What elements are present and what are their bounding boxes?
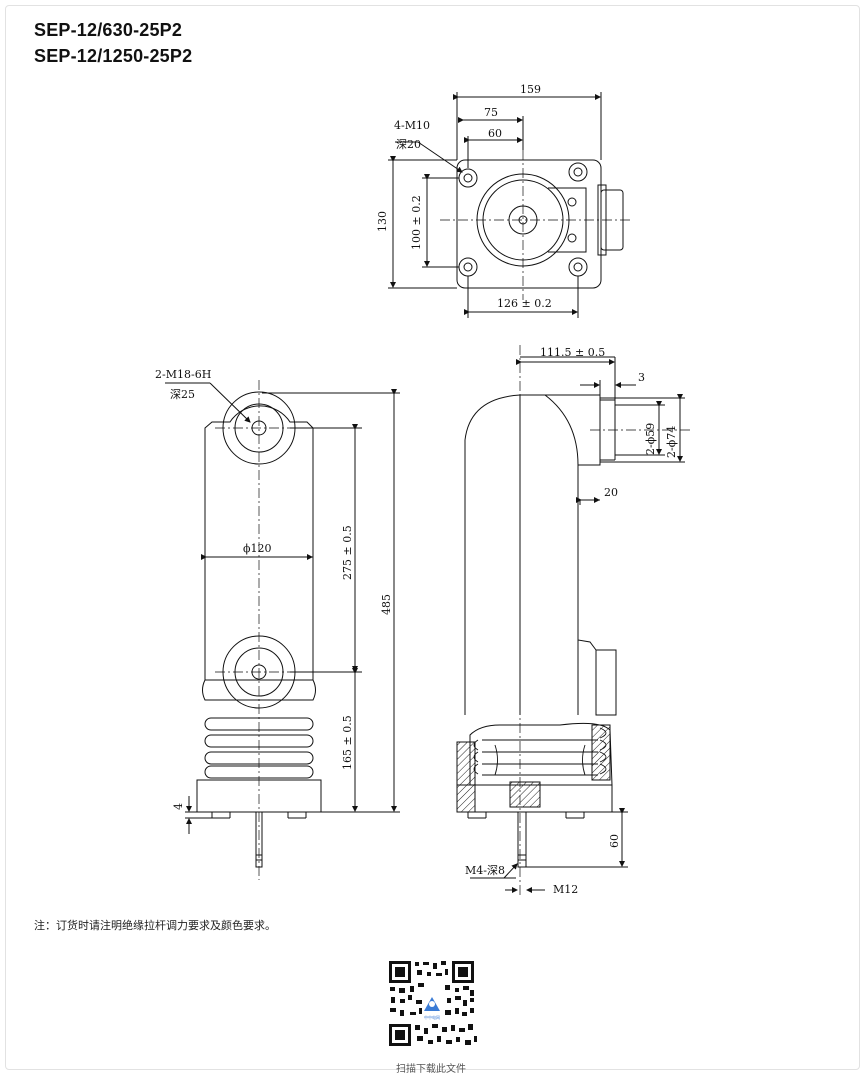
- dim-label: 130: [376, 211, 389, 232]
- side-lower-terminal: [595, 649, 617, 716]
- mounting-hole: [568, 257, 588, 277]
- dim-label: 60: [608, 834, 621, 848]
- side-view: [456, 345, 690, 895]
- side-body-outline: [464, 394, 597, 715]
- dim-label: 2-ϕ59: [644, 423, 657, 455]
- dim-label: 126 ± 0.2: [497, 297, 552, 310]
- dim-label: ϕ120: [243, 542, 272, 555]
- dim-label: 111.5 ± 0.5: [540, 346, 605, 359]
- mounting-hole: [568, 162, 588, 182]
- qr-code[interactable]: 中中电网: [384, 956, 479, 1051]
- dim-label: 275 ± 0.5: [341, 525, 354, 580]
- front-body-outline: [204, 405, 314, 681]
- model-title-1: SEP-12/630-25P2: [34, 20, 183, 40]
- callout-label: M12: [553, 883, 578, 896]
- top-view: [388, 92, 630, 318]
- side-hatched-left: [456, 741, 476, 813]
- front-view: [165, 380, 400, 880]
- top-view-labels: 159 75 60 4-M10 深20 130 100 ± 0.2 126 ± …: [376, 83, 552, 310]
- side-hatched-center: [509, 781, 541, 808]
- dim-label: 4: [172, 803, 185, 810]
- dim-label: 165 ± 0.5: [341, 715, 354, 770]
- dim-label: 485: [380, 594, 393, 615]
- mounting-hole: [458, 257, 478, 277]
- callout-label: M4-深8: [465, 864, 505, 877]
- top-flange-outline: [456, 159, 602, 289]
- order-note: 注：订货时请注明绝缘拉杆调力要求及颜色要求。: [34, 919, 276, 932]
- side-hatched-right: [591, 724, 611, 781]
- callout-label: 2-M18-6H: [155, 368, 211, 381]
- callout-label: 深25: [170, 388, 195, 401]
- dim-label: 2-ϕ74: [665, 426, 678, 458]
- dim-label: 100 ± 0.2: [410, 195, 423, 250]
- callout-label: 深20: [396, 138, 421, 151]
- dim-label: 75: [484, 106, 498, 119]
- model-title-2: SEP-12/1250-25P2: [34, 46, 193, 66]
- dim-label: 60: [488, 127, 502, 140]
- dim-label: 3: [638, 371, 645, 384]
- qr-logo-text: 中中电网: [424, 1014, 440, 1020]
- callout-label: 4-M10: [394, 119, 430, 132]
- front-view-labels: 2-M18-6H 深25 ϕ120 275 ± 0.5 165 ± 0.5 48…: [155, 368, 393, 810]
- side-view-labels: 111.5 ± 0.5 3 2-ϕ59 2-ϕ74 20 60 M4-深8 M1…: [465, 346, 678, 896]
- page-frame: [5, 5, 860, 1070]
- dim-label: 20: [604, 486, 618, 499]
- qr-caption[interactable]: 扫描下载此文件: [396, 1064, 466, 1075]
- dim-label: 159: [520, 83, 541, 96]
- side-pull-rod: [517, 811, 527, 868]
